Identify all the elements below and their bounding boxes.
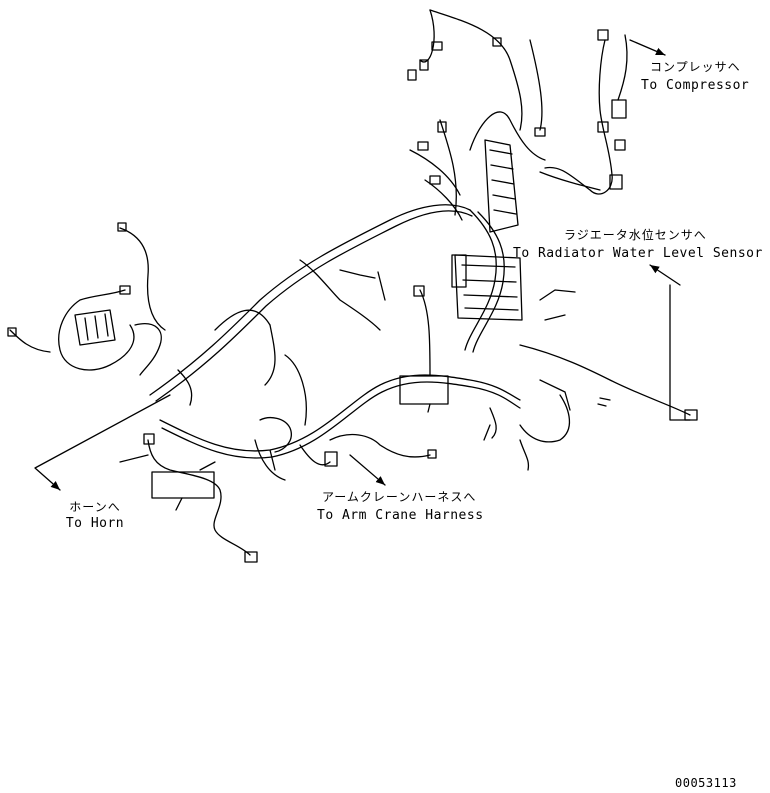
radiator-callout-jp: ラジエータ水位センサへ (564, 228, 707, 242)
arm-crane-callout-en: To Arm Crane Harness (317, 508, 484, 523)
horn-callout-en: To Horn (65, 516, 125, 531)
horn-callout-jp: ホーンへ (69, 500, 121, 514)
fuse-relay-block (451, 139, 523, 321)
harness-tags (119, 375, 491, 511)
figure-id: 00053113 (675, 776, 737, 790)
middle-branches (177, 259, 530, 481)
main-harness-trunk (149, 204, 521, 459)
compressor-callout-en: To Compressor (641, 78, 750, 93)
upper-branch (407, 9, 546, 221)
horn-branch (143, 433, 258, 563)
compressor-callout-jp: コンプレッサヘ (650, 60, 741, 74)
compressor-branch (539, 29, 628, 195)
callout-leaders (34, 39, 691, 491)
arm-crane-callout-jp: アームクレーンハーネスへ (322, 490, 477, 504)
radiator-callout-en: To Radiator Water Level Sensor (513, 246, 763, 261)
left-branch (7, 222, 166, 376)
